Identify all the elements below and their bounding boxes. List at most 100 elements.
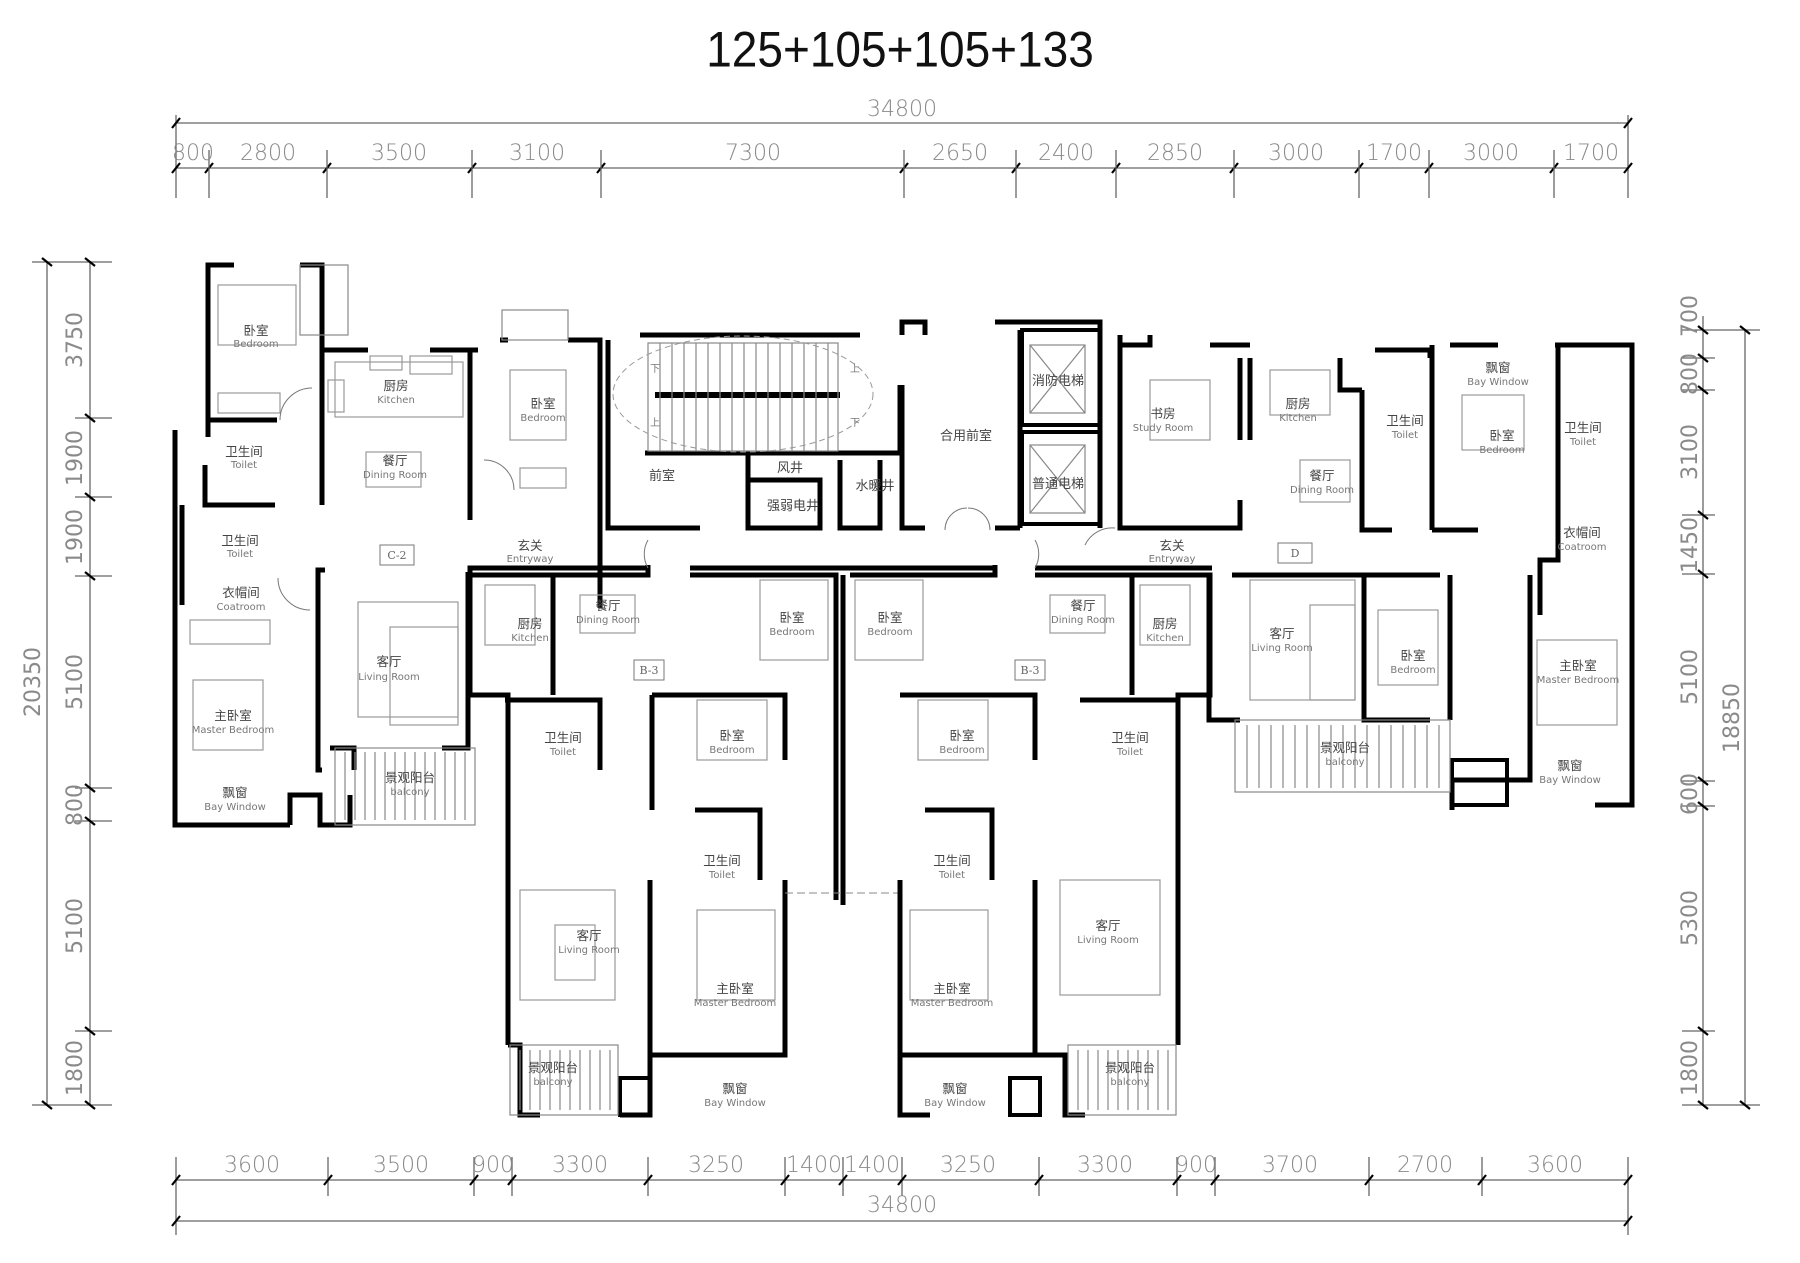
svg-text:飘窗: 飘窗 <box>1557 758 1582 773</box>
svg-text:Bedroom: Bedroom <box>939 745 984 756</box>
room-label: 卧室 Bedroom 厨房 Kitchen 卧室 Bedroom 卫生间 Toi… <box>192 323 566 813</box>
svg-text:Living Room: Living Room <box>1077 935 1138 946</box>
svg-text:Living Room: Living Room <box>558 945 619 956</box>
air-shaft-label: 风井 <box>777 461 803 476</box>
svg-text:卫生间: 卫生间 <box>225 444 263 459</box>
svg-text:景观阳台: 景观阳台 <box>1105 1060 1155 1075</box>
left-dimension-chain: 3750 1900 1900 5100 800 5100 1800 20350 <box>21 257 112 1110</box>
bottom-dim: 1400 <box>786 1153 842 1178</box>
room-label: 书房 Study Room 厨房 Kitchen 卫生间 Toilet 飘窗 B… <box>1133 360 1620 786</box>
svg-text:Dining Room: Dining Room <box>1290 485 1354 496</box>
svg-text:卫生间: 卫生间 <box>703 853 741 868</box>
svg-text:balcony: balcony <box>1325 757 1364 768</box>
svg-text:主卧室: 主卧室 <box>933 981 971 996</box>
unit-b3-right: 卧室 Bedroom 餐厅 Dining Room 厨房 Kitchen 卧室 … <box>850 565 1213 1118</box>
top-dim: 2800 <box>240 141 296 166</box>
unit-c2: 卧室 Bedroom 厨房 Kitchen 卧室 Bedroom 卫生间 Toi… <box>172 262 603 828</box>
svg-text:卫生间: 卫生间 <box>1111 730 1149 745</box>
svg-text:Bay Window: Bay Window <box>1467 377 1529 388</box>
svg-text:balcony: balcony <box>533 1077 572 1088</box>
svg-text:Bedroom: Bedroom <box>709 745 754 756</box>
right-dim: 800 <box>1678 353 1703 395</box>
bottom-dim: 3600 <box>224 1153 280 1178</box>
bottom-dim: 3300 <box>1077 1153 1133 1178</box>
right-dim: 700 <box>1678 295 1703 337</box>
bottom-dimension-chain: 3600 3500 900 3300 3250 1400 1400 3250 3… <box>171 1153 1633 1235</box>
left-dim: 1900 <box>63 430 88 486</box>
top-dim: 3000 <box>1268 141 1324 166</box>
right-total-dim: 18850 <box>1720 683 1745 753</box>
svg-text:客厅: 客厅 <box>1095 918 1120 933</box>
svg-text:卫生间: 卫生间 <box>933 853 971 868</box>
stair-down-label: 下 <box>850 418 860 429</box>
unit-tag-b3-left: B-3 <box>639 664 658 677</box>
front-room-label: 前室 <box>649 468 675 484</box>
building-core: 下 上 上 下 前室 风井 强弱电井 水暖井 合用前室 消防电梯 普通电梯 <box>605 319 1103 531</box>
stair-down-label: 下 <box>650 364 660 375</box>
unit-d: 书房 Study Room 厨房 Kitchen 卫生间 Toilet 飘窗 B… <box>1117 335 1635 810</box>
left-dim: 1900 <box>63 509 88 565</box>
right-dim: 1800 <box>1678 1040 1703 1096</box>
svg-text:Coatroom: Coatroom <box>1557 542 1606 553</box>
top-dimension-chain: 34800 800 2800 3500 3100 7300 2650 2400 … <box>171 97 1633 198</box>
top-dim: 800 <box>172 141 214 166</box>
svg-text:卧室: 卧室 <box>949 728 974 743</box>
unit-tag-c2: C-2 <box>387 549 406 562</box>
svg-text:Bay Window: Bay Window <box>704 1098 766 1109</box>
svg-text:Bedroom: Bedroom <box>769 627 814 638</box>
svg-text:Entryway: Entryway <box>1149 554 1196 565</box>
svg-text:Bedroom: Bedroom <box>1390 665 1435 676</box>
svg-text:主卧室: 主卧室 <box>716 981 754 996</box>
svg-text:景观阳台: 景观阳台 <box>528 1060 578 1075</box>
top-dim: 2400 <box>1038 141 1094 166</box>
left-dim: 800 <box>63 784 88 826</box>
svg-text:餐厅: 餐厅 <box>382 453 407 468</box>
stair-up-label: 上 <box>650 417 660 429</box>
svg-text:卧室: 卧室 <box>877 610 902 625</box>
svg-text:Toilet: Toilet <box>230 460 257 471</box>
right-dim: 3100 <box>1678 424 1703 480</box>
unit-tag-d: D <box>1291 547 1300 560</box>
left-dim: 5100 <box>63 898 88 954</box>
svg-text:Master Bedroom: Master Bedroom <box>1537 675 1620 686</box>
svg-text:厨房: 厨房 <box>517 616 542 631</box>
unit-tag-b3-right: B-3 <box>1020 664 1039 677</box>
svg-text:餐厅: 餐厅 <box>1309 468 1334 483</box>
unit-b3-left: 厨房 Kitchen 餐厅 Dining Room 卧室 Bedroom 卫生间… <box>467 565 839 1118</box>
svg-text:卫生间: 卫生间 <box>544 730 582 745</box>
svg-text:玄关: 玄关 <box>517 538 542 553</box>
bottom-dim: 3250 <box>940 1153 996 1178</box>
bottom-dim: 3300 <box>552 1153 608 1178</box>
svg-text:Dining Room: Dining Room <box>1051 615 1115 626</box>
svg-text:衣帽间: 衣帽间 <box>222 585 260 600</box>
right-dimension-chain: 700 800 3100 1450 5100 600 5300 1800 188… <box>1678 295 1760 1110</box>
svg-text:Living Room: Living Room <box>358 672 419 683</box>
svg-text:景观阳台: 景观阳台 <box>385 770 435 785</box>
room-label: 卧室 Bedroom 餐厅 Dining Room 厨房 Kitchen 卧室 … <box>867 598 1183 1109</box>
top-dim: 1700 <box>1563 141 1619 166</box>
svg-text:飘窗: 飘窗 <box>722 1081 747 1096</box>
svg-text:衣帽间: 衣帽间 <box>1563 525 1601 540</box>
svg-text:Bedroom: Bedroom <box>520 413 565 424</box>
svg-text:Coatroom: Coatroom <box>216 602 265 613</box>
svg-text:balcony: balcony <box>390 787 429 798</box>
svg-text:卧室: 卧室 <box>243 323 268 338</box>
svg-text:Kitchen: Kitchen <box>377 395 415 406</box>
svg-text:景观阳台: 景观阳台 <box>1320 740 1370 755</box>
svg-text:厨房: 厨房 <box>1152 616 1177 631</box>
room-label: 厨房 Kitchen 餐厅 Dining Room 卧室 Bedroom 卫生间… <box>511 598 814 1109</box>
svg-text:Toilet: Toilet <box>708 870 735 881</box>
svg-text:Bay Window: Bay Window <box>1539 775 1601 786</box>
top-dim: 1700 <box>1366 141 1422 166</box>
svg-text:主卧室: 主卧室 <box>1559 658 1597 673</box>
left-dim: 3750 <box>63 312 88 368</box>
top-dim: 3100 <box>509 141 565 166</box>
left-total-dim: 20350 <box>21 647 46 717</box>
svg-text:Kitchen: Kitchen <box>511 633 549 644</box>
top-total-dim: 34800 <box>867 97 937 122</box>
svg-text:Toilet: Toilet <box>1116 747 1143 758</box>
svg-text:卫生间: 卫生间 <box>1564 420 1602 435</box>
top-dim: 3500 <box>371 141 427 166</box>
svg-text:厨房: 厨房 <box>383 378 408 393</box>
top-dim: 3000 <box>1463 141 1519 166</box>
